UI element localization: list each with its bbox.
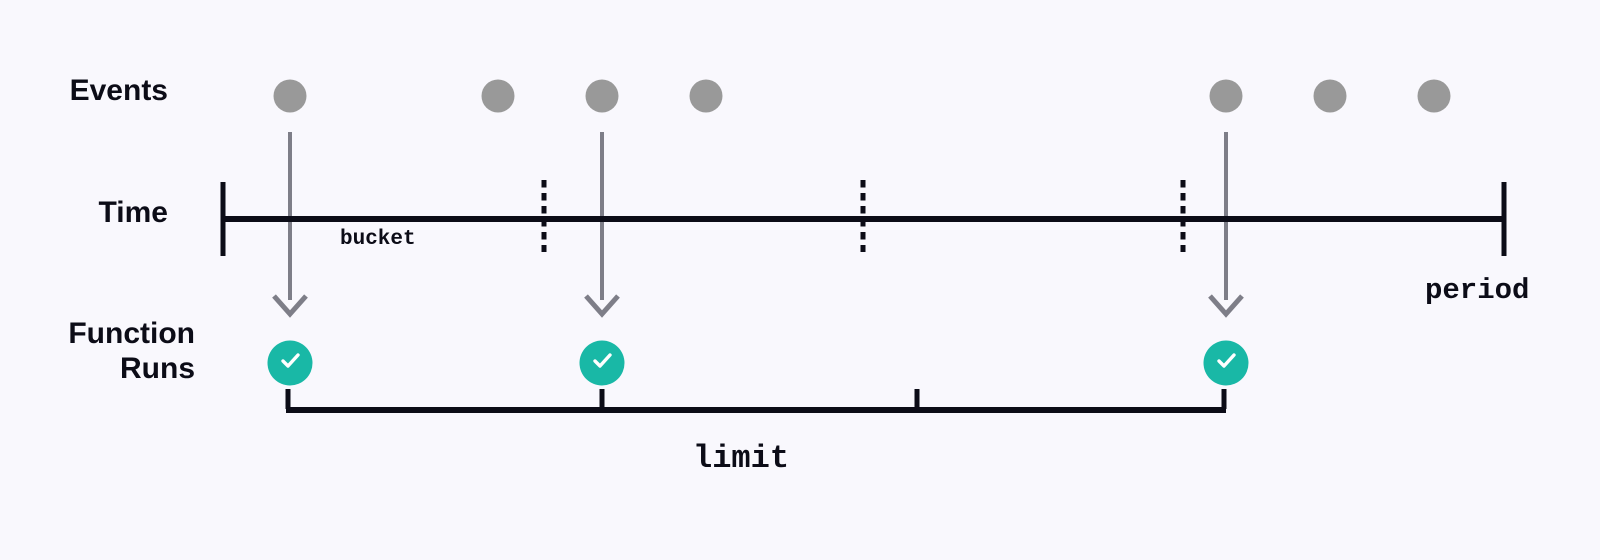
limit-bracket-tick — [599, 389, 605, 409]
event-dot — [1417, 79, 1451, 113]
event-dot — [1209, 79, 1243, 113]
period-label: period — [1425, 274, 1530, 307]
row-label-function-runs: Function Runs — [68, 317, 195, 385]
function-run-success — [267, 340, 313, 386]
bucket-divider — [1180, 180, 1186, 252]
check-icon — [589, 348, 615, 379]
limit-label: limit — [693, 440, 790, 477]
event-dot — [1313, 79, 1347, 113]
arrow-down-icon — [270, 290, 310, 327]
bucket-divider — [541, 180, 547, 252]
arrow-down-icon — [582, 290, 622, 327]
event-dot — [689, 79, 723, 113]
event-dot — [585, 79, 619, 113]
bucket-label: bucket — [340, 228, 416, 251]
function-run-success — [579, 340, 625, 386]
limit-bracket-end-tick — [1221, 389, 1227, 409]
event-dot — [273, 79, 307, 113]
limit-bracket-bar — [286, 407, 1226, 413]
check-icon — [277, 348, 303, 379]
limit-bracket-start-tick — [285, 389, 291, 409]
row-label-events: Events — [69, 74, 168, 107]
arrow-down-icon — [1206, 290, 1246, 327]
function-run-success — [1203, 340, 1249, 386]
bucket-divider — [860, 180, 866, 252]
row-label-time: Time — [98, 196, 168, 229]
event-dot — [481, 79, 515, 113]
time-axis-end-cap — [1501, 182, 1507, 256]
time-axis-start-cap — [220, 182, 226, 256]
check-icon — [1213, 348, 1239, 379]
limit-bracket-tick — [914, 389, 920, 409]
